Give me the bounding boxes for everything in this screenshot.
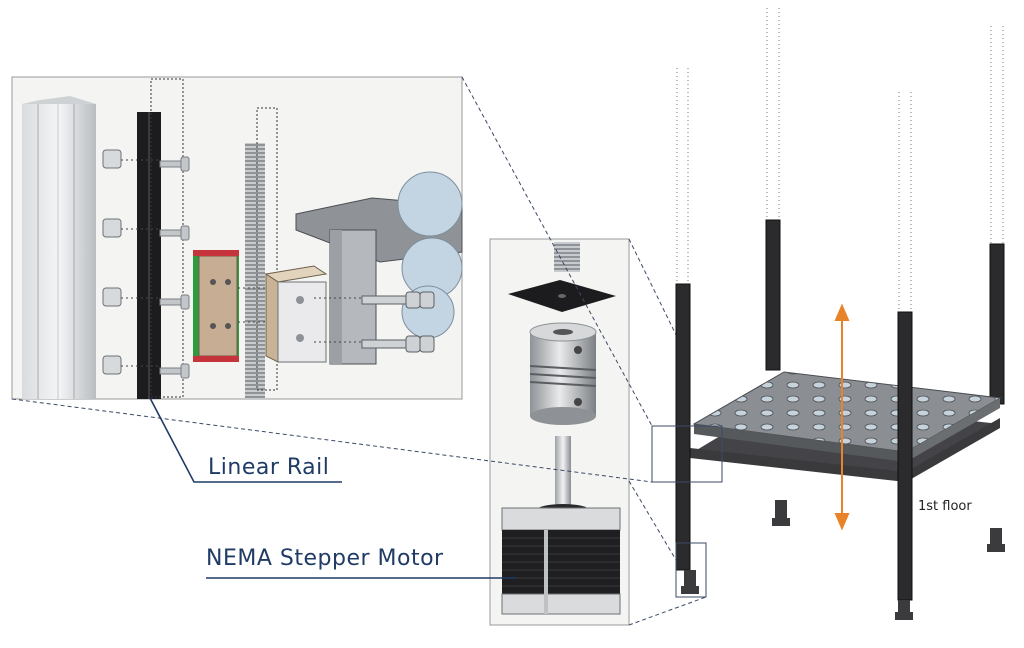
shaft-coupler: [529, 322, 597, 425]
aluminum-extrusion: [22, 96, 96, 399]
t-nuts: [102, 149, 122, 375]
nema-stepper-motor-label: NEMA Stepper Motor: [206, 546, 444, 571]
callout-leaders: [149, 397, 516, 579]
mount-plate: [508, 280, 616, 312]
first-floor-label: 1st floor: [918, 499, 972, 514]
rail-carriage: [193, 250, 239, 362]
linear-rail-label: Linear Rail: [208, 455, 330, 480]
lead-screw: [245, 107, 278, 399]
bracket-bolts: [361, 291, 435, 353]
lead-screw-end: [554, 242, 580, 272]
zoom-connector-lines: [11, 76, 707, 626]
nut-block: [264, 265, 328, 363]
conveyor-plate: [692, 371, 1002, 462]
zoom-panel-linear-rail: [11, 76, 463, 400]
zoom-panel-motor: [489, 238, 630, 626]
nema-stepper-motor: [501, 504, 621, 615]
rail-bolts: [121, 156, 190, 379]
main-assembly: [651, 8, 1005, 620]
motor-shaft: [555, 436, 571, 510]
vertical-motion-arrow: [834, 303, 850, 531]
carriage-dashed-guides: [238, 287, 362, 343]
